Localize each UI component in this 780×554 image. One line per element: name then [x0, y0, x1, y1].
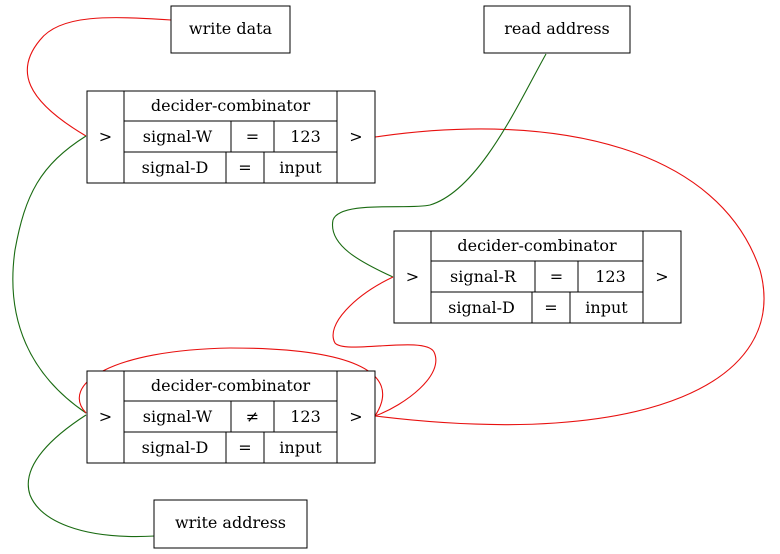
wire-green-read-address [332, 53, 547, 278]
combinator-2-input-port: > [406, 267, 419, 286]
combinator-1-input-port: > [99, 127, 112, 146]
combinator-2-condition-signal: signal-R [450, 267, 517, 286]
combinator-3-input-port: > [99, 407, 112, 426]
decider-combinator-2: > > decider-combinator signal-R = 123 si… [393, 230, 682, 324]
terminal-write-data: write data [170, 5, 291, 54]
combinator-3-output-op: = [238, 438, 251, 457]
combinator-2-output-signal: signal-D [448, 298, 515, 317]
combinator-3-condition-value: 123 [290, 407, 321, 426]
combinator-2-condition-value: 123 [595, 267, 626, 286]
decider-combinator-3: > > decider-combinator signal-W ≠ 123 si… [86, 370, 376, 464]
combinator-3-condition-signal: signal-W [143, 407, 213, 426]
combinator-2-output-op: = [544, 298, 557, 317]
wires [12, 17, 765, 538]
combinator-3-title: decider-combinator [151, 376, 311, 395]
combinator-3-condition-op: ≠ [246, 407, 259, 426]
combinator-2-output-value: input [585, 298, 628, 317]
terminal-read-address-label: read address [504, 19, 610, 38]
combinator-1-condition-value: 123 [290, 127, 321, 146]
combinator-2-title: decider-combinator [457, 236, 617, 255]
combinator-1-output-op: = [238, 158, 251, 177]
wire-red-c1-out-to-c3-out [374, 128, 765, 426]
combinator-1-output-value: input [279, 158, 322, 177]
combinator-2-condition-op: = [550, 267, 563, 286]
combinator-1-output-port: > [349, 127, 362, 146]
decider-combinator-1: > > decider-combinator signal-W = 123 si… [86, 90, 376, 184]
wire-green-write-address [27, 414, 156, 538]
wire-green-c1-to-c3 [12, 135, 87, 414]
terminal-read-address: read address [483, 5, 631, 54]
combinator-3-output-value: input [279, 438, 322, 457]
combinator-1-title: decider-combinator [151, 96, 311, 115]
wire-red-c3-self-loop [78, 347, 384, 417]
terminal-write-address-label: write address [175, 513, 286, 532]
combinator-1-condition-signal: signal-W [143, 127, 213, 146]
combinator-1-output-signal: signal-D [142, 158, 209, 177]
wire-red-c2-to-c3-out [332, 276, 437, 417]
combinator-3-output-port: > [349, 407, 362, 426]
combinator-1-condition-op: = [246, 127, 259, 146]
combinator-2-output-port: > [655, 267, 668, 286]
terminal-write-data-label: write data [189, 19, 273, 38]
terminal-write-address: write address [153, 499, 308, 549]
combinator-3-output-signal: signal-D [142, 438, 209, 457]
wire-red-write-data [26, 17, 172, 137]
